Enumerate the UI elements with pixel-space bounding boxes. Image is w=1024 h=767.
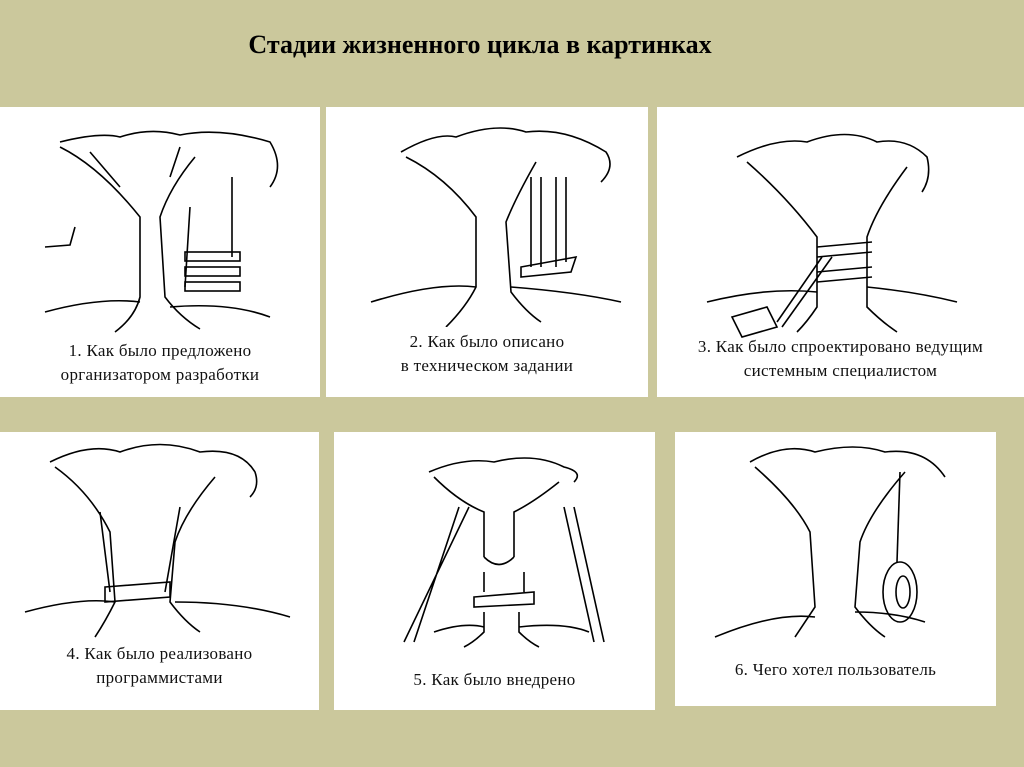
tree-tire-swing-illustration — [714, 446, 946, 638]
panel-1-caption-line-2: организатором разработки — [60, 365, 260, 384]
panel-6-caption-line-1: 6. Чего хотел пользователь — [734, 660, 937, 679]
panel-5-caption-line-1: 5. Как было внедрено — [413, 670, 576, 689]
panel-4: 4. Как было реализовано программистами — [0, 432, 319, 710]
panel-4-caption-line-1: 4. Как было реализовано — [66, 644, 253, 663]
panel-3-caption-line-1: 3. Как было спроектировано ведущим — [697, 337, 984, 356]
panel-3-caption-line-2: системным специалистом — [743, 361, 938, 380]
panel-2-caption-line-1: 2. Как было описано — [409, 332, 565, 351]
tree-short-swing-illustration — [370, 127, 622, 327]
tree-board-around-trunk-illustration — [24, 443, 291, 638]
panel-1-caption-line-1: 1. Как было предложено — [68, 341, 252, 360]
panel-6: 6. Чего хотел пользователь — [675, 432, 996, 706]
panel-1: 1. Как было предложено организатором раз… — [0, 107, 320, 397]
tree-steps-swing-illustration — [44, 130, 279, 333]
panel-2: 2. Как было описано в техническом задани… — [326, 107, 648, 397]
panel-3: 3. Как было спроектировано ведущим систе… — [657, 107, 1024, 397]
panel-2-caption-line-2: в техническом задании — [400, 356, 574, 375]
tree-frame-swing-illustration — [403, 457, 605, 648]
panel-5: 5. Как было внедрено — [334, 432, 655, 710]
panel-4-caption-line-2: программистами — [96, 668, 223, 687]
tree-strapped-swing-illustration — [706, 133, 958, 338]
slide-title: Стадии жизненного цикла в картинках — [248, 30, 712, 59]
